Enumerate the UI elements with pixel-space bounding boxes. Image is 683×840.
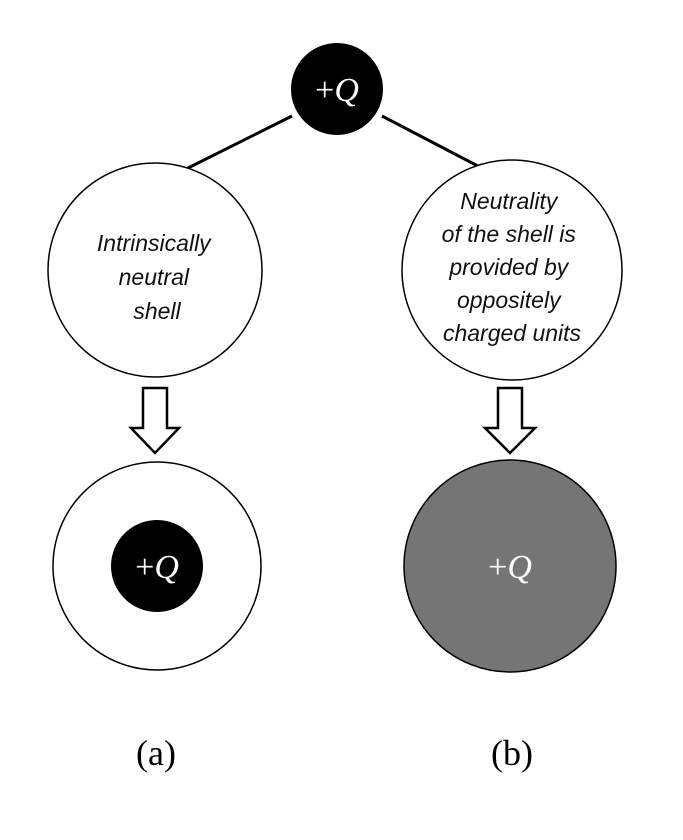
caption-a: (a): [136, 733, 176, 773]
right-shell-line-1: Neutrality: [460, 188, 559, 214]
right-shell-line-5: charged units: [443, 320, 582, 346]
left-result-charge: [111, 520, 203, 612]
top-charge-circle: [291, 43, 383, 135]
right-result-charge-label: +Q: [488, 549, 532, 586]
left-shell-line-1: Intrinsically: [97, 230, 212, 256]
left-shell-line-3: shell: [133, 298, 181, 324]
left-down-arrow: [128, 386, 182, 455]
top-charge: +Q: [291, 43, 383, 135]
top-charge-label: +Q: [315, 72, 359, 109]
right-shell-line-2: of the shell is: [442, 221, 577, 247]
right-result-charged-shell: [403, 459, 617, 673]
right-down-arrow: [481, 386, 539, 455]
left-result: +Q: [52, 461, 262, 671]
left-result-charge-label: +Q: [135, 549, 179, 586]
left-shell-text: Intrinsically neutral shell: [97, 230, 217, 324]
left-shell-line-2: neutral: [119, 264, 190, 290]
right-result: +Q: [403, 459, 617, 673]
right-charged-units-shell: Neutrality of the shell is provided by o…: [401, 159, 623, 381]
caption-b: (b): [491, 733, 533, 773]
right-shell-line-3: provided by: [448, 254, 569, 280]
left-neutral-shell: Intrinsically neutral shell: [47, 162, 263, 378]
left-shell-circle: [47, 162, 263, 378]
right-shell-circle: [401, 159, 623, 381]
right-shell-text: Neutrality of the shell is provided by o…: [442, 188, 583, 346]
right-shell-line-4: oppositely: [457, 287, 562, 313]
